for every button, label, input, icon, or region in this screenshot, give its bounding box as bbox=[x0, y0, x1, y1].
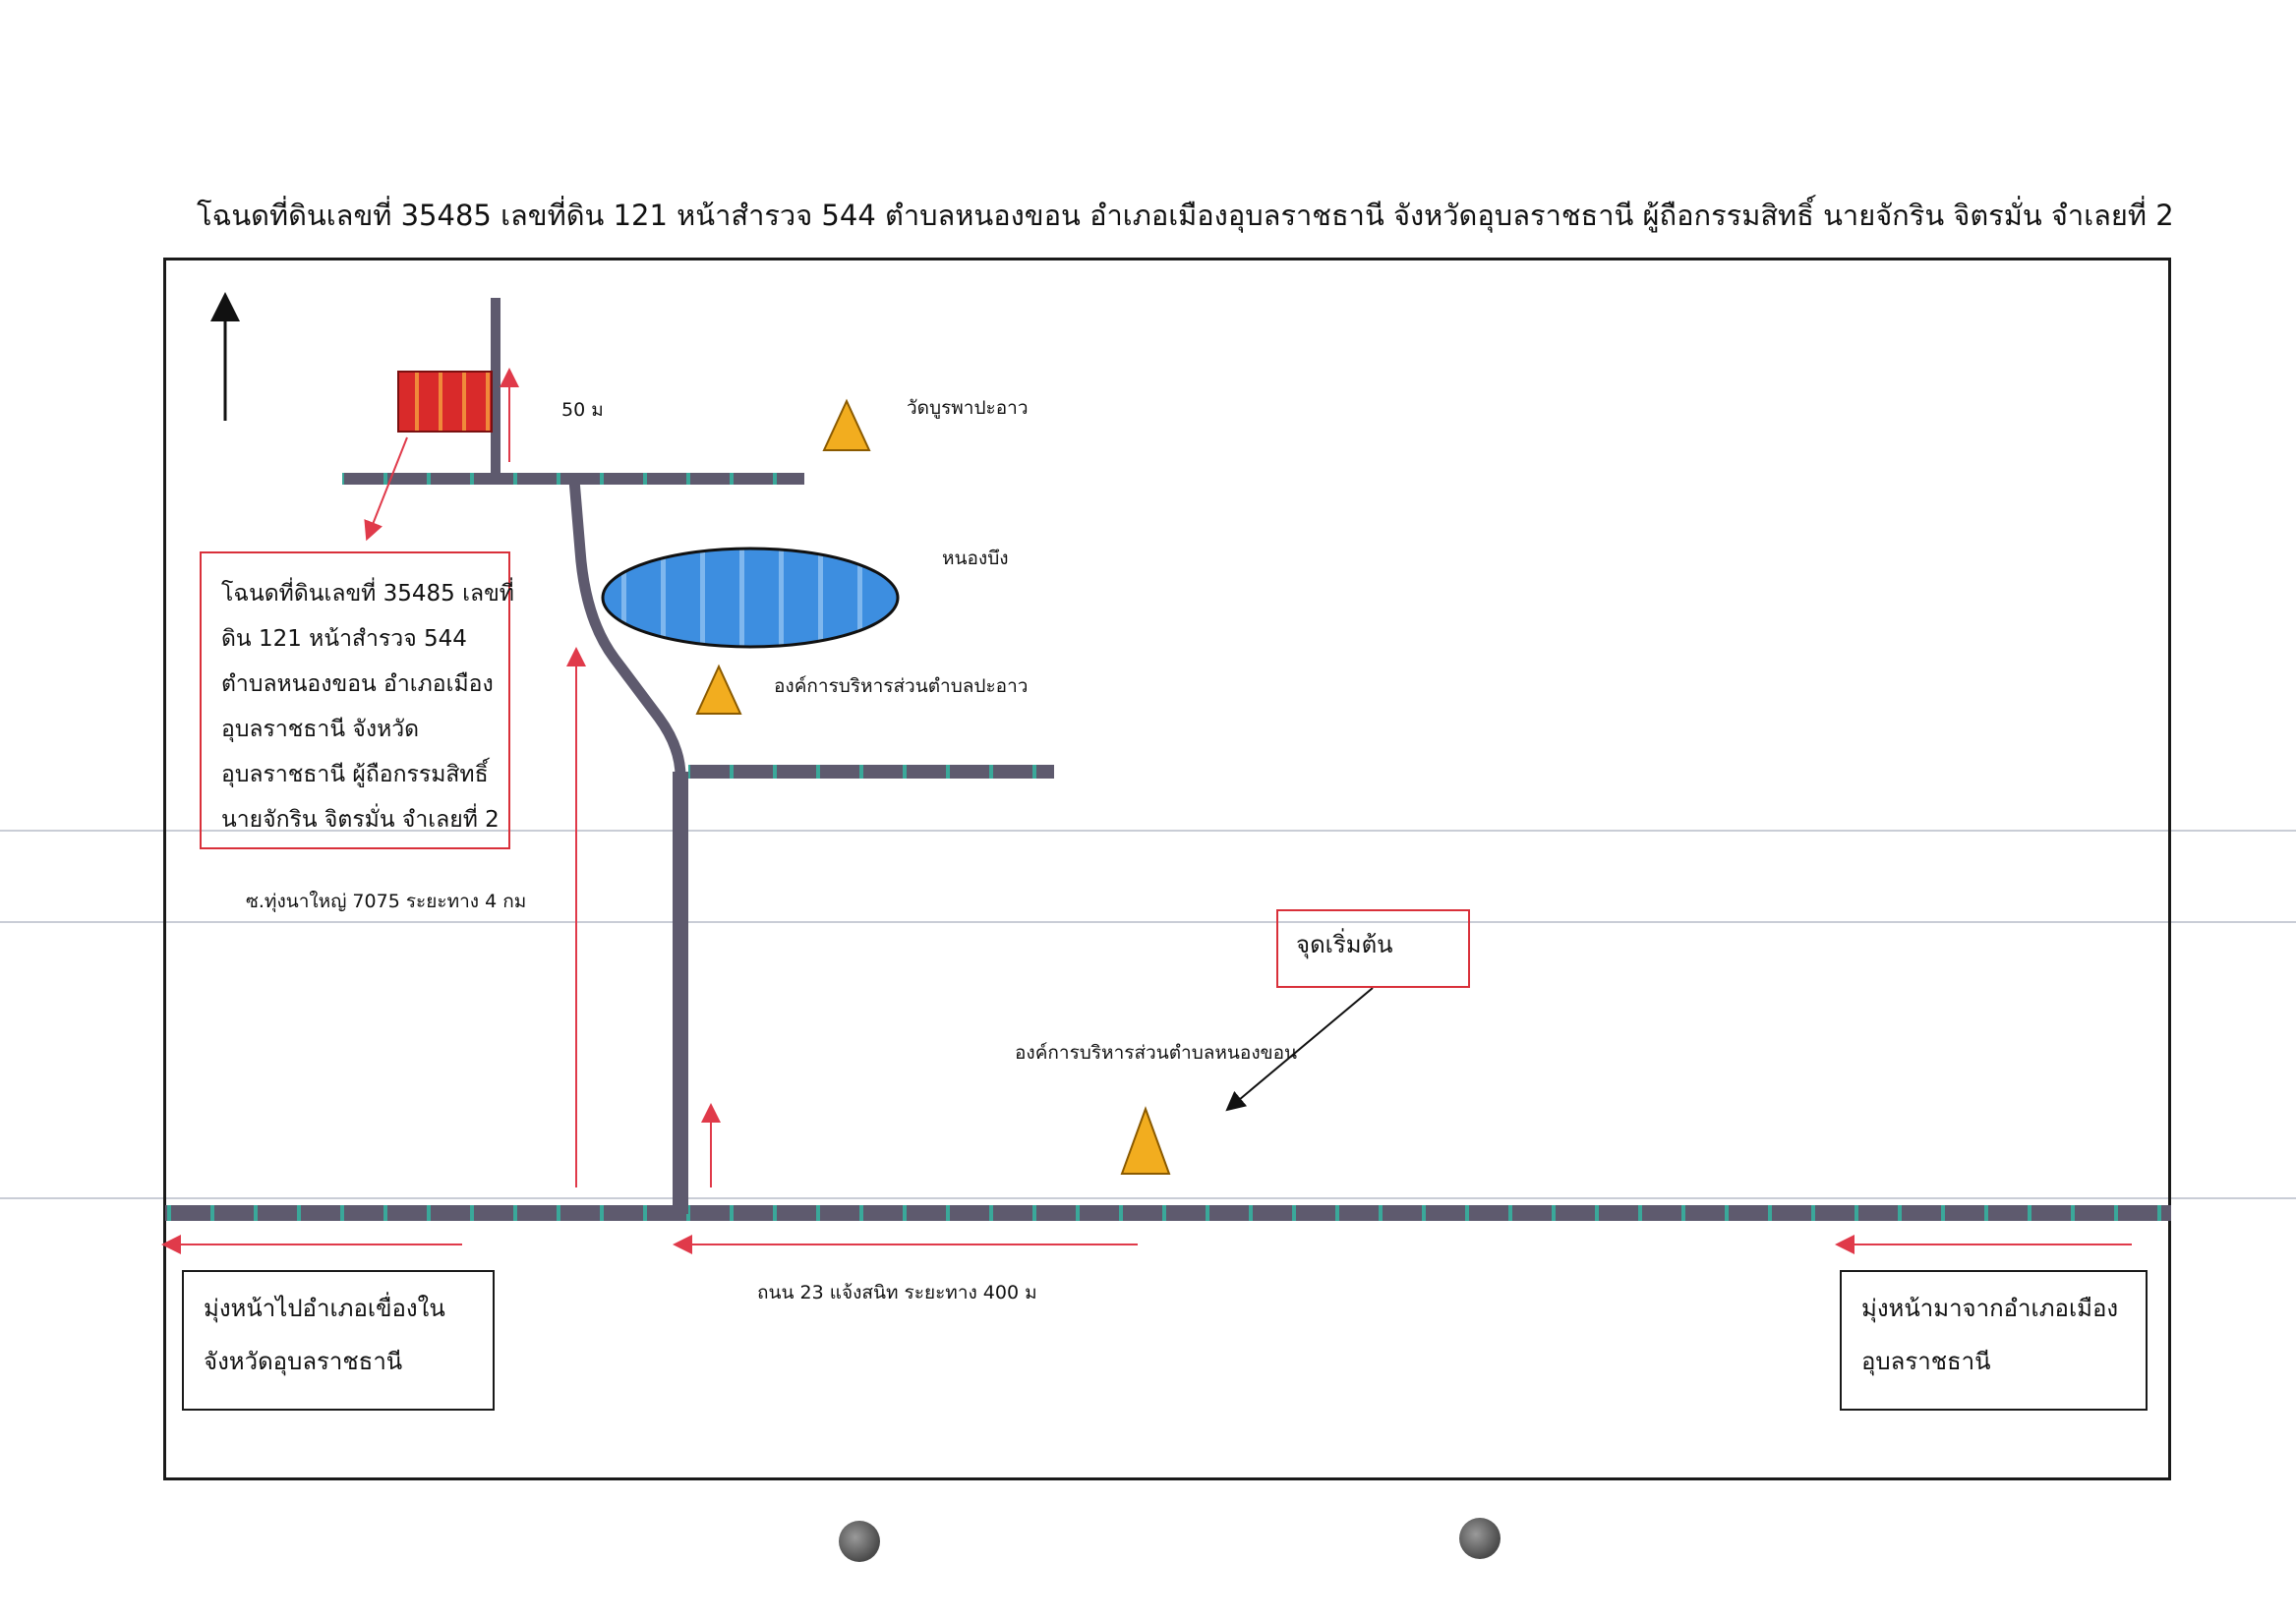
landmark-icon-sao-nongkhon bbox=[1120, 1106, 1171, 1175]
main-road bbox=[165, 1205, 2171, 1221]
page-title: โฉนดที่ดินเลขที่ 35485 เลขที่ดิน 121 หน้… bbox=[197, 199, 2174, 232]
punch-hole-icon bbox=[1459, 1518, 1501, 1559]
scan-line bbox=[0, 921, 2296, 923]
deed-line: นายจักริน จิตรมั่น จำเลยที่ 2 bbox=[221, 807, 500, 833]
distance-label-50m: 50 ม bbox=[561, 399, 604, 421]
deed-line: อุบลราชธานี ผู้ถือกรรมสิทธิ์ bbox=[221, 762, 489, 787]
route-arrows bbox=[161, 368, 2132, 1254]
side-road bbox=[342, 298, 1054, 1214]
map-frame bbox=[163, 258, 2171, 1480]
landmark-icon-temple bbox=[822, 398, 871, 451]
start-pointer-arrow bbox=[1225, 987, 1374, 1112]
scan-line bbox=[0, 1197, 2296, 1199]
direction-line: มุ่งหน้ามาจากอำเภอเมือง bbox=[1861, 1295, 2119, 1322]
sao-paao-label: องค์การบริหารส่วนตำบลปะอาว bbox=[774, 675, 1029, 697]
deed-line: ตำบลหนองขอน อำเภอเมือง bbox=[221, 671, 494, 697]
direction-line: อุบลราชธานี bbox=[1861, 1348, 1991, 1375]
direction-box-right: มุ่งหน้ามาจากอำเภอเมือง อุบลราชธานี bbox=[1840, 1270, 2148, 1411]
scan-line bbox=[0, 830, 2296, 832]
direction-line: มุ่งหน้าไปอำเภอเขื่องใน bbox=[204, 1295, 445, 1322]
deed-line: ดิน 121 หน้าสำรวจ 544 bbox=[221, 626, 467, 652]
pond-label: หนองบึง bbox=[942, 548, 1009, 569]
pond-shape bbox=[601, 547, 900, 649]
sao-nongkhon-label: องค์การบริหารส่วนตำบลหนองขอน bbox=[1015, 1042, 1297, 1064]
direction-line: จังหวัดอุบลราชธานี bbox=[204, 1348, 403, 1375]
temple-label: วัดบูรพาปะอาว bbox=[907, 397, 1029, 419]
main-road-label: ถนน 23 แจ้งสนิท ระยะทาง 400 ม bbox=[757, 1282, 1037, 1303]
deed-info-box: โฉนดที่ดินเลขที่ 35485 เลขที่ ดิน 121 หน… bbox=[200, 551, 514, 849]
land-parcel bbox=[397, 371, 493, 433]
start-point-box: จุดเริ่มต้น bbox=[1276, 909, 1470, 988]
punch-hole-icon bbox=[839, 1521, 880, 1562]
direction-box-left: มุ่งหน้าไปอำเภอเขื่องใน จังหวัดอุบลราชธา… bbox=[182, 1270, 495, 1411]
deed-line: โฉนดที่ดินเลขที่ 35485 เลขที่ bbox=[221, 581, 514, 607]
deed-line: อุบลราชธานี จังหวัด bbox=[221, 717, 420, 742]
landmark-icon-sao-paao bbox=[695, 664, 742, 715]
side-road-label: ซ.ทุ่งนาใหญ่ 7075 ระยะทาง 4 กม bbox=[246, 891, 527, 912]
